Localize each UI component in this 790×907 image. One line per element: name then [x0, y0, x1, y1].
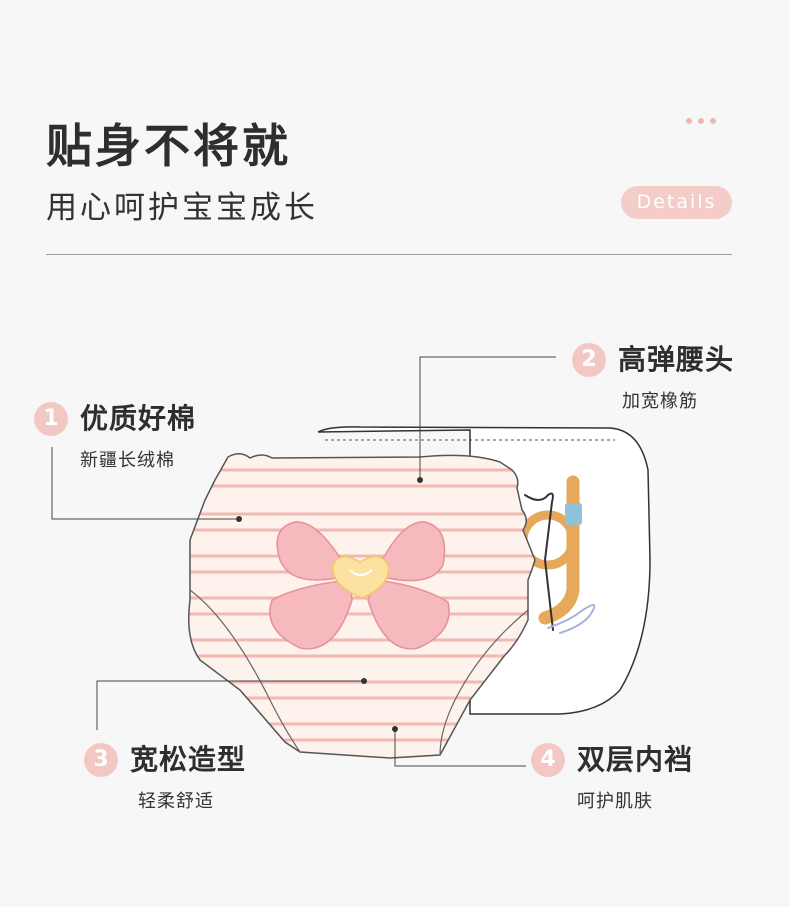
bow-decoration [269, 521, 450, 650]
callout-number: 4 [531, 743, 565, 777]
header-divider [46, 254, 732, 255]
callout-number: 1 [34, 402, 68, 436]
callout-description: 新疆长绒棉 [80, 450, 175, 471]
callout-description: 加宽橡筋 [622, 391, 698, 412]
more-dots-icon [686, 118, 716, 124]
leader-lines [51, 356, 556, 767]
page-title: 贴身不将就 [46, 119, 291, 173]
leader-dots [236, 477, 423, 732]
callout-description: 轻柔舒适 [138, 791, 214, 812]
callout-title: 宽松造型 [130, 743, 247, 776]
page-subtitle: 用心呵护宝宝成长 [46, 190, 318, 226]
callout-number: 3 [84, 743, 118, 777]
callout-title: 高弹腰头 [618, 343, 735, 376]
callout-title: 优质好棉 [80, 402, 197, 435]
callout-title: 双层内裆 [577, 743, 694, 776]
front-panel-outline [188, 453, 536, 759]
callout-description: 呵护肌肤 [577, 791, 653, 812]
details-badge: Details [621, 186, 732, 219]
callout-number: 2 [572, 343, 606, 377]
